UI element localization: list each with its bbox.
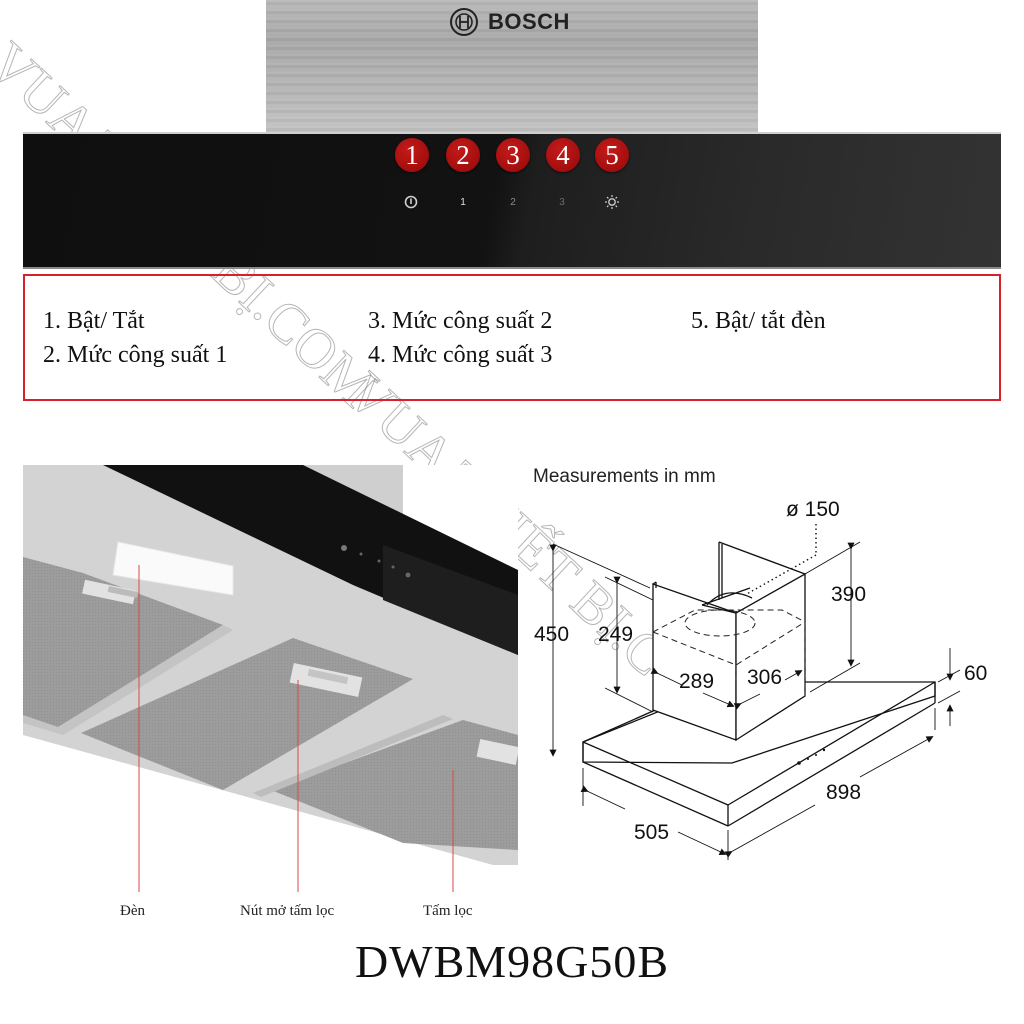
bosch-logo-icon <box>450 8 478 36</box>
legend-item-2: 2. Mức công suất 1 <box>43 342 228 368</box>
light-button[interactable] <box>604 194 620 210</box>
legend-box: 1. Bật/ Tắt 2. Mức công suất 1 3. Mức cô… <box>23 274 1001 401</box>
dim-canopy-width: 898 <box>826 781 862 804</box>
dimension-drawing: Measurements in mm <box>520 460 1010 880</box>
callout-filter-release: Nút mở tấm lọc <box>240 903 335 919</box>
light-icon <box>605 195 619 209</box>
dim-chimney-upper-height: 390 <box>831 583 867 606</box>
legend-item-5: 5. Bật/ tắt đèn <box>691 308 826 334</box>
level-2-icon: 2 <box>510 196 516 208</box>
drawing-title: Measurements in mm <box>533 466 716 487</box>
legend-item-4: 4. Mức công suất 3 <box>368 342 553 368</box>
dim-canopy-depth: 505 <box>634 821 670 844</box>
level-1-button[interactable]: 1 <box>455 194 471 210</box>
legend-item-1: 1. Bật/ Tắt <box>43 308 145 334</box>
brand: BOSCH <box>450 8 570 36</box>
hood-line-drawing <box>549 524 961 860</box>
badge-1: 1 <box>395 138 429 172</box>
badge-3: 3 <box>496 138 530 172</box>
hood-chimney: BOSCH <box>266 0 758 132</box>
level-3-button[interactable]: 3 <box>554 194 570 210</box>
legend-item-3: 3. Mức công suất 2 <box>368 308 553 334</box>
control-panel: 1 2 3 4 5 1 2 3 <box>23 132 1001 269</box>
callout-lamp: Đèn <box>120 903 145 919</box>
level-2-button[interactable]: 2 <box>505 194 521 210</box>
power-icon <box>404 195 418 209</box>
model-number: DWBM98G50B <box>354 936 670 987</box>
dim-chimney-inner-height: 249 <box>598 623 634 646</box>
dim-canopy-thickness: 60 <box>964 662 988 685</box>
level-1-icon: 1 <box>460 196 466 208</box>
badge-2: 2 <box>446 138 480 172</box>
dim-duct-diameter: ø 150 <box>786 498 840 521</box>
callout-filter: Tấm lọc <box>423 903 473 919</box>
dim-total-height: 450 <box>534 623 570 646</box>
dim-chimney-width: 289 <box>679 670 715 693</box>
brand-name: BOSCH <box>488 9 570 34</box>
power-button[interactable] <box>403 194 419 210</box>
badge-5: 5 <box>595 138 629 172</box>
dim-chimney-depth: 306 <box>747 666 783 689</box>
badge-4: 4 <box>546 138 580 172</box>
callout-lines <box>138 865 454 892</box>
hood-underside-photo <box>23 465 518 865</box>
level-3-icon: 3 <box>559 196 565 208</box>
